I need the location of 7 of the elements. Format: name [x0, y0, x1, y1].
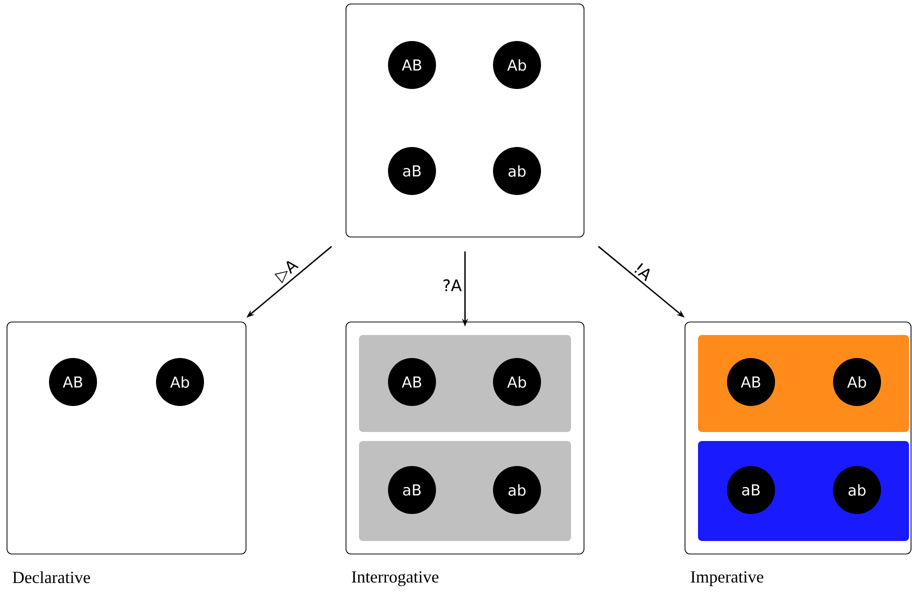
- node-label: Imperative: [690, 571, 764, 586]
- edge-label: !A: [634, 262, 650, 282]
- node-label: Declarative: [12, 571, 90, 584]
- edge-label: ?A: [444, 279, 462, 292]
- panel-box: [346, 4, 584, 238]
- node-label: Interrogative: [352, 571, 438, 586]
- edge-label: ▷A: [274, 261, 299, 284]
